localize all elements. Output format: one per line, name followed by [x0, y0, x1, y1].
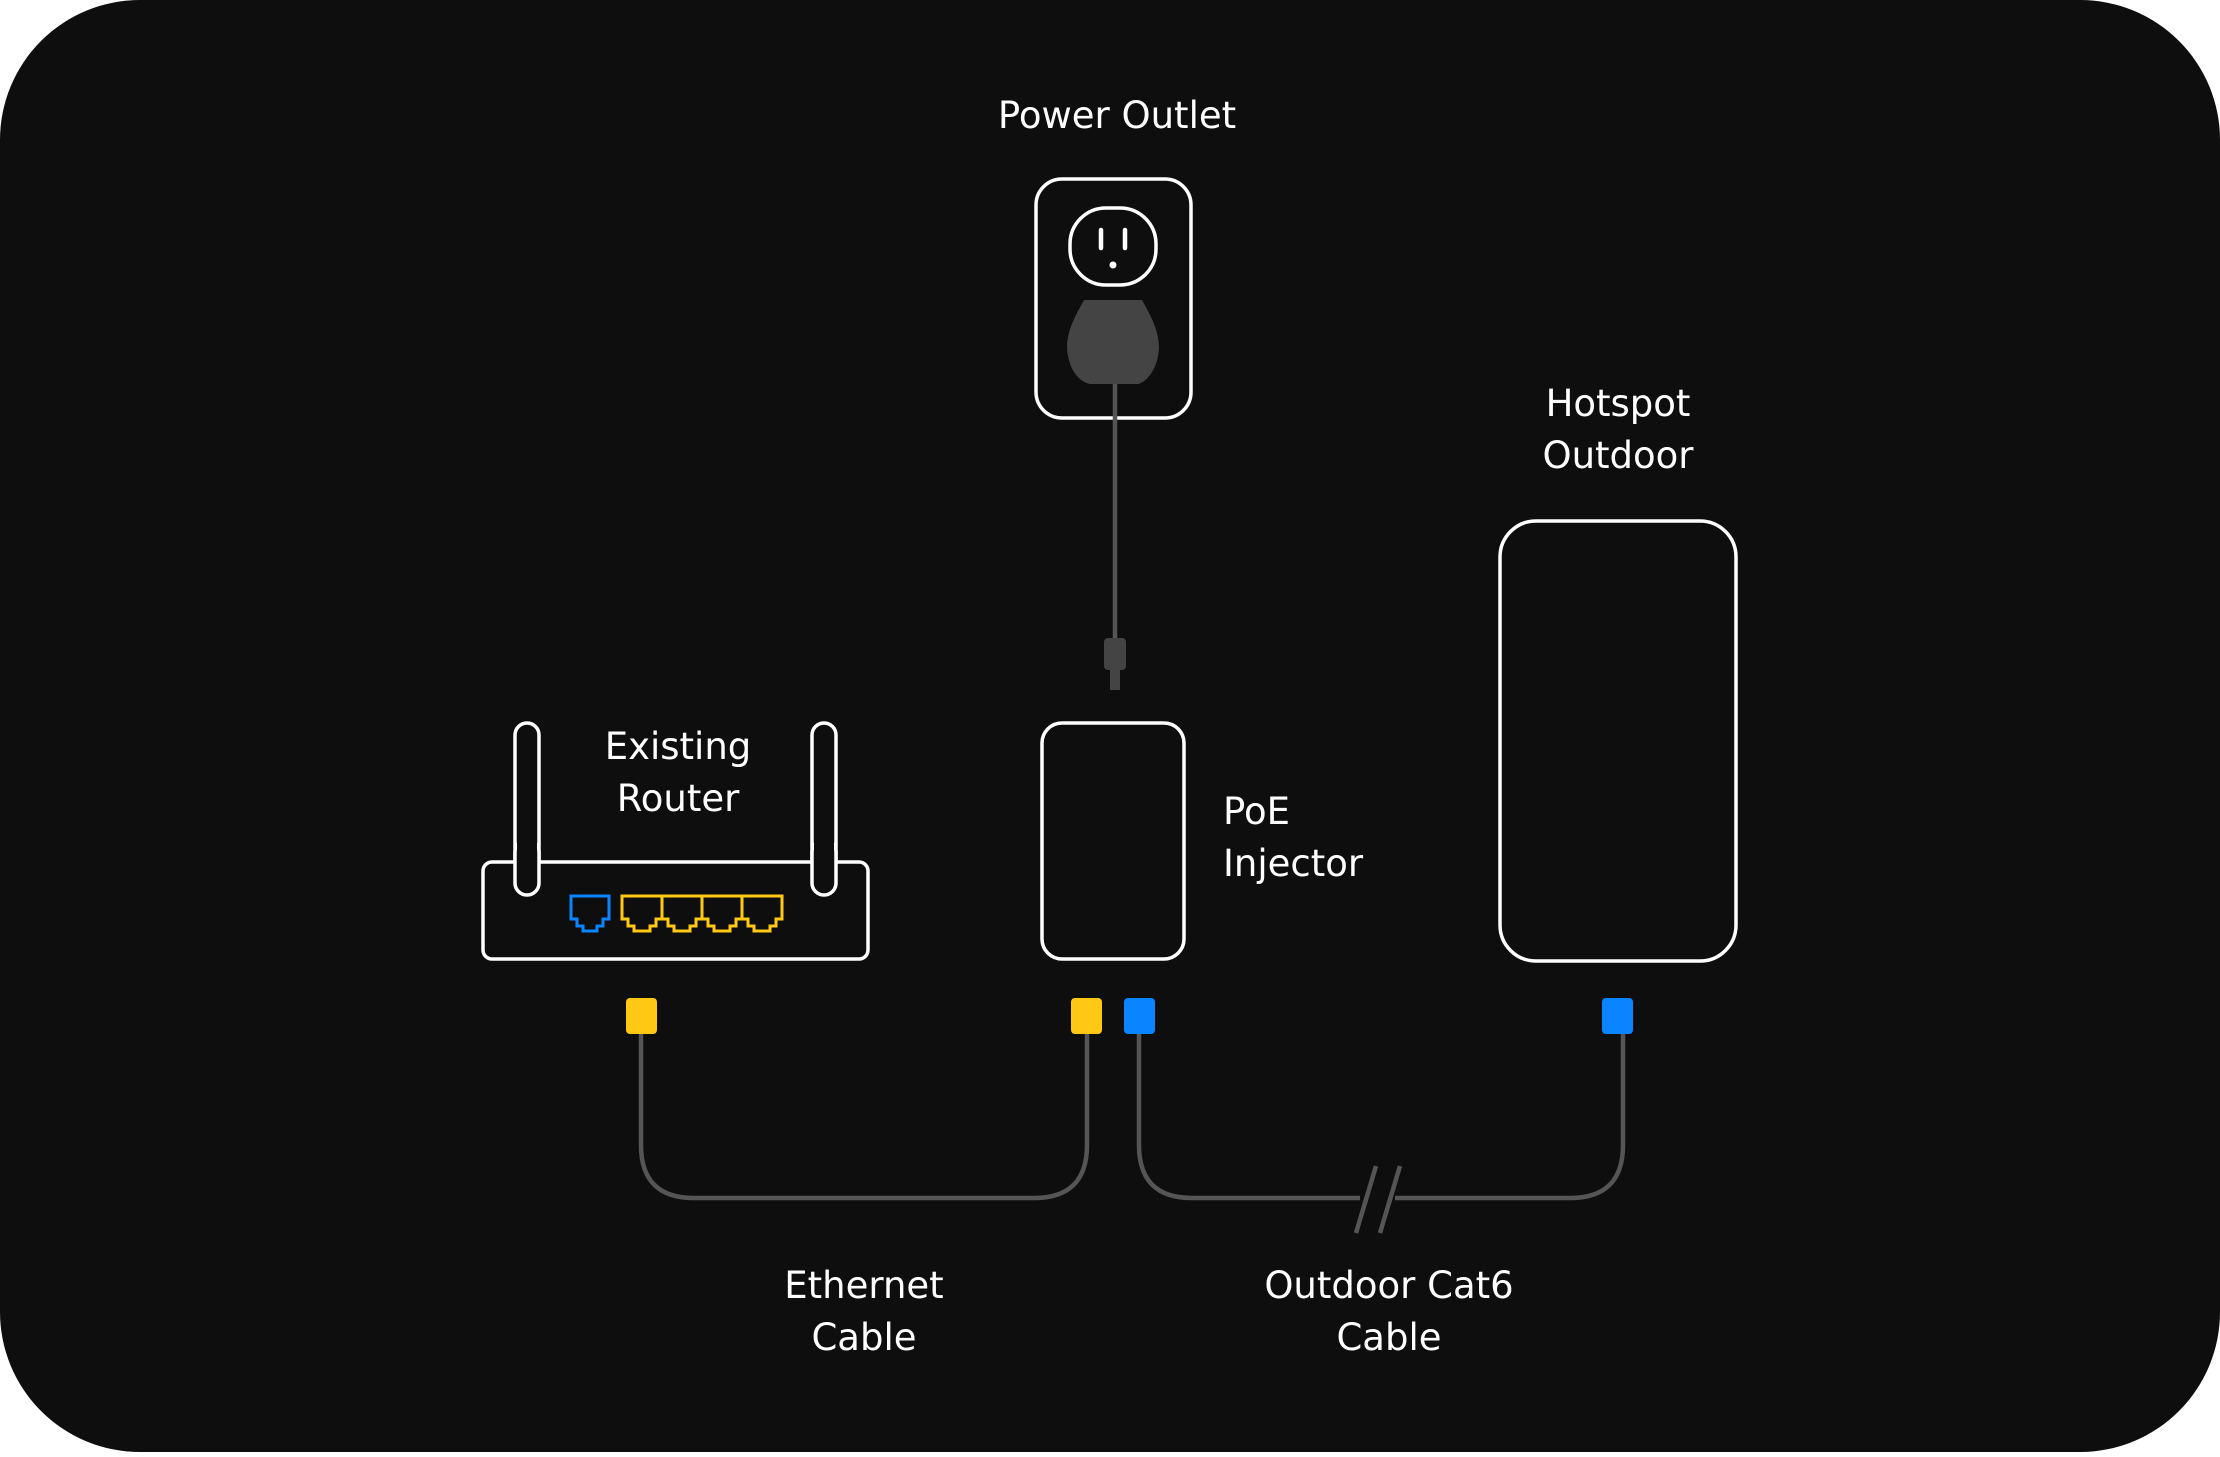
router-lan-port-4: [740, 894, 784, 933]
outdoor-cat6-cable-left: [1136, 1030, 1360, 1201]
power-cord-connector: [1104, 638, 1126, 670]
power-cord: [1104, 384, 1126, 690]
cable-break-slash-2: [1377, 1165, 1403, 1234]
router-wan-port: [569, 894, 611, 933]
router-lan-connector: [626, 998, 657, 1034]
outlet-ground-hole: [1109, 261, 1117, 269]
cat6-label-line2: Cable: [1336, 1316, 1441, 1359]
router-body: [481, 860, 870, 961]
outdoor-cat6-cable-right: [1395, 1030, 1626, 1201]
router-antenna-right-cover: [814, 835, 834, 861]
poe-injector-icon: [1040, 721, 1186, 961]
router-label-line2: Router: [617, 777, 740, 820]
cable-break-slash-1: [1353, 1165, 1379, 1234]
poe-label-line1: PoE: [1223, 790, 1290, 833]
outdoor-hotspot-icon: [1498, 519, 1738, 963]
cat6-label-line1: Outdoor Cat6: [1264, 1264, 1513, 1307]
poe-label-line2: Injector: [1223, 842, 1364, 885]
injector-poe-connector: [1124, 998, 1155, 1034]
hotspot-poe-connector: [1602, 998, 1633, 1034]
ethernet-label-line1: Ethernet: [784, 1264, 943, 1307]
injector-lan-connector: [1071, 998, 1102, 1034]
power-cord-tip: [1110, 668, 1120, 690]
cable-break-icon: [1353, 1165, 1403, 1234]
outlet-socket: [1068, 206, 1158, 287]
ethernet-label-line2: Cable: [811, 1316, 916, 1359]
hotspot-label-line1: Hotspot: [1546, 382, 1691, 425]
router-label-line1: Existing: [605, 725, 752, 768]
power-outlet-label: Power Outlet: [998, 94, 1236, 137]
ethernet-cable: [638, 1030, 1090, 1201]
hotspot-label-line2: Outdoor: [1542, 434, 1694, 477]
router-icon: [481, 721, 870, 961]
router-antenna-left-cover: [517, 835, 537, 861]
outlet-plug: [1067, 300, 1159, 384]
